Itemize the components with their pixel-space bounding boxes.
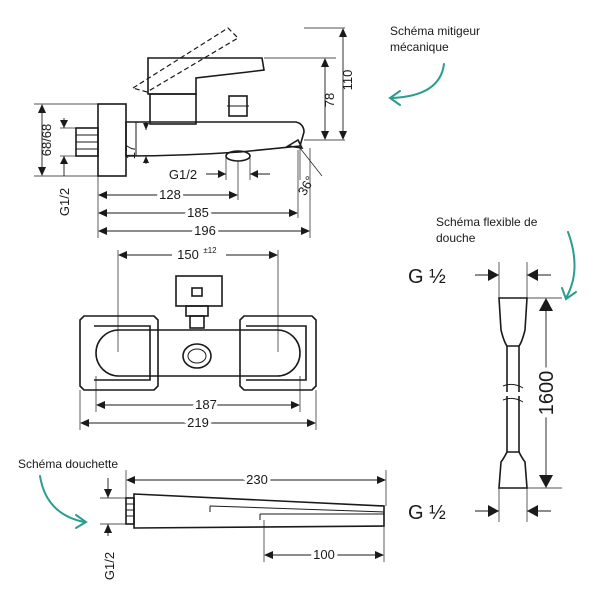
right-wall-plate [239,315,317,391]
dim-100: 100 [313,547,335,562]
mixer-schema-label-line2: mécanique [390,40,449,54]
dim-17: 17 [123,145,138,159]
mixer-front-view: 150 ±12 187 219 [79,246,317,433]
mixer-neck [149,93,197,125]
handshower-pointer-arrow [39,475,85,523]
mixer-body [125,121,305,157]
handshower-connector [125,497,135,525]
mixer-handle-front [175,275,223,307]
hose-bottom-nut [498,451,528,489]
spout-outlet-front [182,343,212,369]
hand-shower: 230 100 G1/2 [100,469,387,580]
hose-length: 1600 [536,371,558,416]
wall-plate [97,103,127,177]
handle-open-position [131,27,239,93]
mixer-handle [147,57,265,95]
dim-g12-spout: G1/2 [169,167,197,182]
mixer-schema-label-line1: Schéma mitigeur [390,24,480,38]
dim-g12-wall: G1/2 [57,188,72,216]
mixer-side-view: 78 110 36° 68/68 G1/2 17 G1/2 [34,27,355,241]
dim-78: 78 [322,93,337,107]
hose-schema-label-line2: douche [436,231,476,245]
hose-top-nut [498,297,528,347]
dim-230: 230 [246,472,268,487]
handshower-thread: G1/2 [102,552,117,580]
mixer-body-front [95,329,301,377]
dim-150: 150 [177,247,199,262]
dim-128: 128 [159,187,181,202]
hose-pointer-arrow [565,231,576,299]
hose-thread-bottom: G ½ [408,502,446,524]
dim-219: 219 [187,415,209,430]
handshower-schema-label: Schéma douchette [18,457,118,471]
shower-hose: G ½ G ½ 1600 [408,262,562,524]
mixer-pointer-arrow [391,63,445,99]
dim-185: 185 [187,205,209,220]
dim-150-tolerance: ±12 [203,246,217,255]
hose-schema-label-line1: Schéma flexible de [436,215,538,229]
dim-187: 187 [195,397,217,412]
dim-196: 196 [194,223,216,238]
left-wall-plate [79,315,159,391]
hose-thread-top: G ½ [408,266,446,288]
dim-110: 110 [340,70,355,91]
dim-68-68: 68/68 [39,124,54,157]
